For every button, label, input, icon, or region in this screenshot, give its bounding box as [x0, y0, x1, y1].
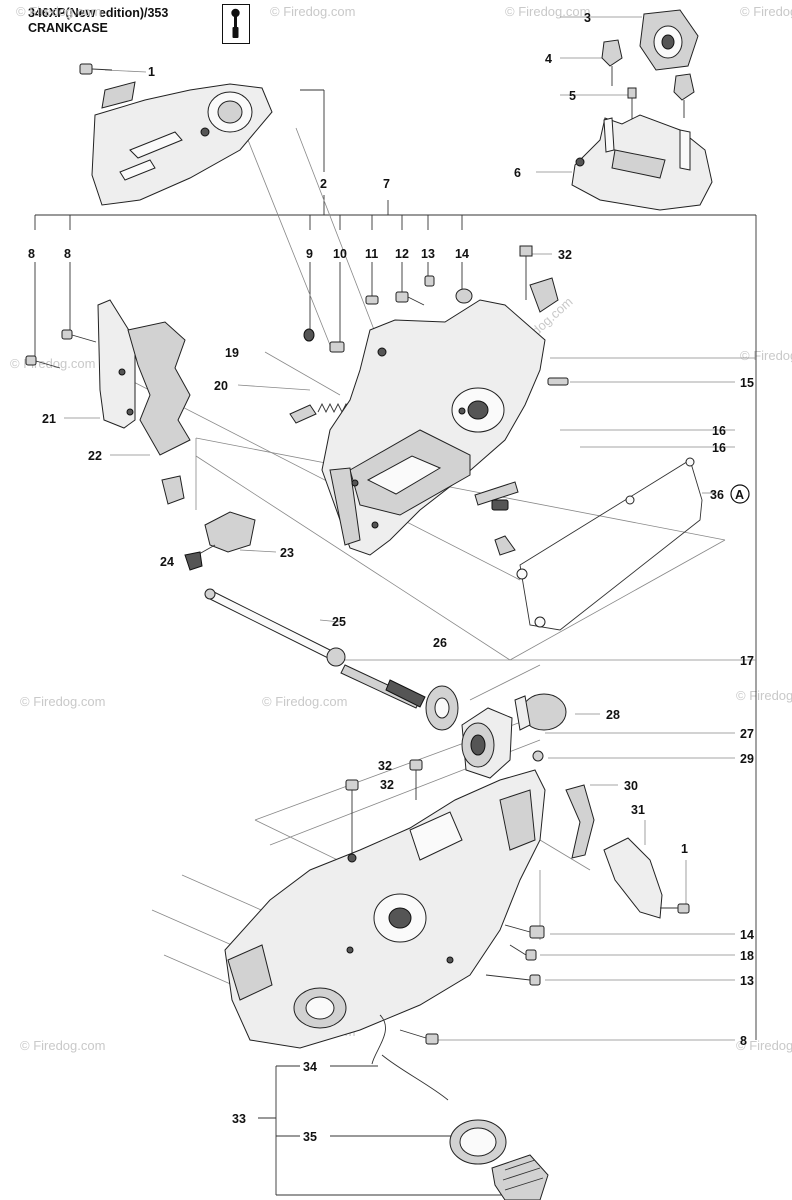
callout-14: 14 [455, 247, 469, 261]
part-clip [565, 784, 595, 859]
part-screws-left [25, 329, 97, 369]
callout-9: 9 [306, 247, 313, 261]
part-long-bolts [474, 481, 519, 556]
callout-17: 17 [740, 654, 754, 668]
part-top-right-cluster [571, 9, 713, 211]
part-fuel-line [371, 1014, 449, 1101]
part-pin [547, 377, 569, 386]
callout-16: 16 [712, 441, 726, 455]
callout-1: 1 [148, 65, 155, 79]
callout-14: 14 [740, 928, 754, 942]
diagram-header: 346XP(New edition)/353 CRANKCASE [28, 6, 168, 36]
callout-21: 21 [42, 412, 56, 426]
part-small-bolts [303, 328, 345, 353]
callout-32: 32 [380, 778, 394, 792]
callout-13: 13 [740, 974, 754, 988]
wrench-screwdriver-icon [222, 4, 250, 44]
callout-15: 15 [740, 376, 754, 390]
watermark: © Firedog.com [20, 694, 105, 709]
part-crankcase-upper [321, 299, 546, 556]
callout-33: 33 [232, 1112, 246, 1126]
callout-24: 24 [160, 555, 174, 569]
part-lower-bolts [399, 924, 545, 1045]
callout-31: 31 [631, 803, 645, 817]
callout-11: 11 [365, 247, 378, 261]
model-title: 346XP(New edition)/353 [28, 6, 169, 20]
part-bolts-32 [345, 759, 423, 860]
callout-1: 1 [681, 842, 688, 856]
callout-23: 23 [280, 546, 294, 560]
callout-4: 4 [545, 52, 552, 66]
callout-29: 29 [740, 752, 754, 766]
part-bearing [425, 685, 459, 731]
callout-A: A [735, 488, 744, 502]
part-spring [289, 402, 351, 424]
part-baffle-plates [97, 299, 191, 456]
watermark: © Firedog.com [736, 1038, 792, 1053]
watermark: © Firedog.com [20, 1038, 105, 1053]
callout-27: 27 [740, 727, 754, 741]
callout-18: 18 [740, 949, 754, 963]
watermark: © Firedog.com [262, 694, 347, 709]
callout-2: 2 [320, 177, 327, 191]
callout-34: 34 [303, 1060, 317, 1074]
part-choke [161, 475, 256, 571]
callout-10: 10 [333, 247, 347, 261]
callout-20: 20 [214, 379, 228, 393]
callout-8: 8 [28, 247, 35, 261]
watermark: © Firedog.com [740, 348, 792, 363]
callout-19: 19 [225, 346, 239, 360]
part-cover-plate [603, 837, 663, 919]
callout-36: 36 [710, 488, 724, 502]
watermark: © Firedog.com [736, 688, 792, 703]
watermark: © Firedog.com [270, 4, 355, 19]
callout-32: 32 [558, 248, 572, 262]
callout-28: 28 [606, 708, 620, 722]
callout-32: 32 [378, 759, 392, 773]
callout-25: 25 [332, 615, 346, 629]
part-primer-bulb [514, 693, 567, 731]
callout-16: 16 [712, 424, 726, 438]
watermark: © Firedog.com [740, 4, 792, 19]
part-screw-right [660, 903, 690, 914]
callout-26: 26 [433, 636, 447, 650]
callout-12: 12 [395, 247, 409, 261]
callout-3: 3 [584, 11, 591, 25]
part-side-cover [91, 81, 273, 206]
callout-8: 8 [64, 247, 71, 261]
callout-5: 5 [569, 89, 576, 103]
part-crankcase-lower [224, 769, 546, 1049]
callout-30: 30 [624, 779, 638, 793]
part-gasket [516, 457, 703, 631]
part-crankcase-bolts [365, 245, 559, 313]
section-title: CRANKCASE [28, 21, 108, 35]
leader-frame [34, 16, 757, 1196]
callout-35: 35 [303, 1130, 317, 1144]
callout-numbers: 1 3 4 5 6 2 7 8 8 9 10 11 12 13 14 32 15… [28, 11, 754, 1144]
part-small-screw [532, 750, 544, 762]
part-screw-top [79, 63, 113, 75]
part-fuel-cap [449, 1119, 549, 1200]
part-rod [204, 588, 426, 709]
callout-13: 13 [421, 247, 435, 261]
callout-8: 8 [740, 1034, 747, 1048]
callout-7: 7 [383, 177, 390, 191]
watermark: © Firedog.com [16, 4, 101, 19]
callout-6: 6 [514, 166, 521, 180]
part-seal-housing [461, 707, 513, 779]
watermark: © Firedog.com [10, 356, 95, 371]
watermark: © Firedog.com [505, 4, 590, 19]
callout-22: 22 [88, 449, 102, 463]
